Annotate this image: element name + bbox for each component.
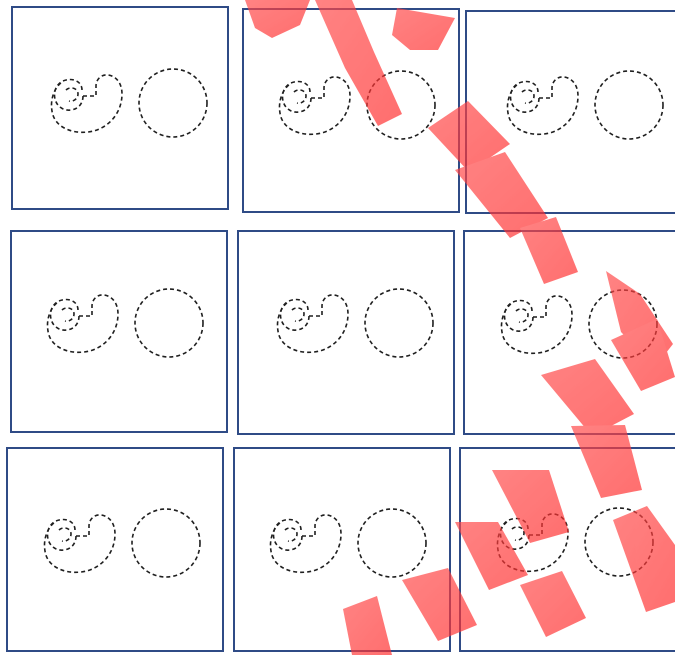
tracing-motif-7 bbox=[8, 449, 222, 650]
circle-outline bbox=[358, 509, 426, 577]
kidney-outline bbox=[497, 514, 568, 571]
circle-outline bbox=[139, 69, 207, 137]
tracing-motif-5 bbox=[239, 232, 453, 433]
spiral-inner bbox=[62, 308, 74, 321]
circle-outline bbox=[365, 289, 433, 357]
tracing-card-1 bbox=[11, 6, 229, 210]
tracing-motif-6 bbox=[465, 232, 675, 433]
tracing-motif-1 bbox=[13, 8, 227, 208]
spiral-inner bbox=[285, 528, 297, 541]
circle-outline bbox=[589, 290, 657, 358]
spiral-inner bbox=[512, 527, 524, 540]
spiral-inner bbox=[516, 309, 528, 322]
spiral-inner bbox=[522, 90, 534, 103]
tracing-card-3 bbox=[465, 10, 675, 214]
tracing-card-8 bbox=[233, 447, 451, 652]
tracing-card-6 bbox=[463, 230, 675, 435]
spiral-inner bbox=[66, 88, 78, 101]
tracing-card-9 bbox=[459, 447, 675, 652]
tracing-motif-3 bbox=[467, 12, 675, 212]
circle-outline bbox=[132, 509, 200, 577]
kidney-outline bbox=[44, 515, 115, 572]
circle-outline bbox=[585, 508, 653, 576]
kidney-outline bbox=[270, 515, 341, 572]
spiral-inner bbox=[59, 528, 71, 541]
kidney-outline bbox=[277, 295, 348, 352]
kidney-outline bbox=[47, 295, 118, 352]
kidney-outline bbox=[279, 77, 350, 134]
kidney-outline bbox=[51, 75, 122, 132]
spiral-inner bbox=[294, 90, 306, 103]
circle-outline bbox=[135, 289, 203, 357]
tracing-motif-4 bbox=[12, 232, 226, 431]
tracing-card-7 bbox=[6, 447, 224, 652]
tracing-motif-9 bbox=[461, 449, 675, 650]
tracing-card-4 bbox=[10, 230, 228, 433]
tracing-card-5 bbox=[237, 230, 455, 435]
circle-outline bbox=[595, 71, 663, 139]
kidney-outline bbox=[501, 296, 572, 353]
spiral-inner bbox=[292, 308, 304, 321]
tracing-motif-2 bbox=[244, 10, 458, 211]
tracing-card-2 bbox=[242, 8, 460, 213]
kidney-outline bbox=[507, 77, 578, 134]
tracing-motif-8 bbox=[235, 449, 449, 650]
circle-outline bbox=[367, 71, 435, 139]
